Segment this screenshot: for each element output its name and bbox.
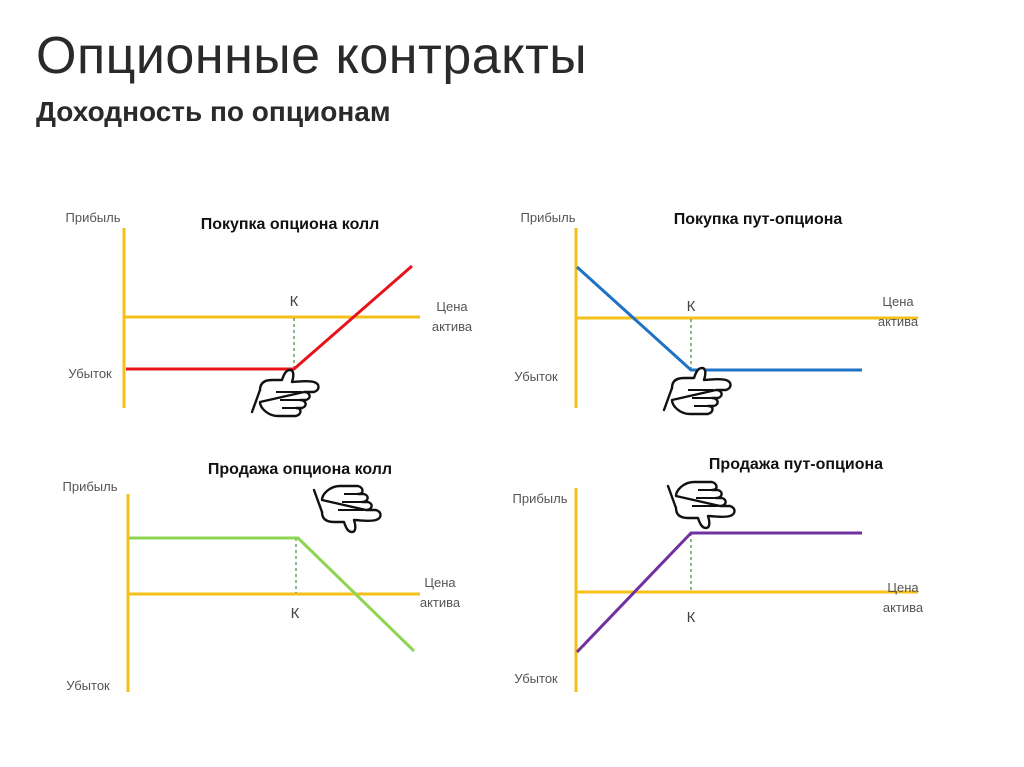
- strike-label: К: [687, 298, 696, 315]
- diagram-call-sell: Продажа опциона колл Прибыль Убыток Цена…: [63, 461, 461, 693]
- diagram-call-buy: Покупка опциона колл Прибыль Убыток Цена…: [66, 210, 473, 418]
- strike-label: К: [687, 609, 696, 626]
- thumbs-up-icon: [662, 366, 732, 416]
- price-label-line2: актива: [432, 319, 473, 334]
- thumbs-down-icon: [312, 484, 382, 534]
- thumbs-up-icon: [250, 368, 320, 418]
- profit-label: Прибыль: [63, 479, 118, 494]
- payoff-line: [575, 531, 862, 654]
- diagram-title: Продажа пут-опциона: [709, 456, 883, 473]
- payoff-line: [126, 264, 413, 371]
- price-label-line1: Цена: [882, 294, 914, 309]
- payoff-line: [129, 536, 416, 653]
- thumbs-down-icon: [666, 480, 736, 530]
- price-label-line2: актива: [883, 600, 924, 615]
- price-label-line1: Цена: [436, 299, 468, 314]
- profit-label: Прибыль: [521, 210, 576, 225]
- slide-subtitle: Доходность по опционам: [36, 96, 391, 127]
- diagram-put-sell: Продажа пут-опциона Прибыль Убыток Цена …: [513, 456, 924, 692]
- loss-label: Убыток: [66, 678, 110, 693]
- slide-title: Опционные контракты: [36, 27, 588, 85]
- price-label-line1: Цена: [424, 575, 456, 590]
- loss-label: Убыток: [514, 369, 558, 384]
- price-label-line2: актива: [878, 314, 919, 329]
- loss-label: Убыток: [68, 366, 112, 381]
- diagram-title: Покупка пут-опциона: [674, 211, 843, 228]
- strike-label: К: [290, 293, 299, 310]
- profit-label: Прибыль: [513, 491, 568, 506]
- profit-label: Прибыль: [66, 210, 121, 225]
- price-label-line1: Цена: [887, 580, 919, 595]
- strike-label: К: [291, 605, 300, 622]
- loss-label: Убыток: [514, 671, 558, 686]
- diagram-title: Продажа опциона колл: [208, 461, 392, 478]
- diagram-put-buy: Покупка пут-опциона Прибыль Убыток Цена …: [514, 210, 919, 416]
- diagram-title: Покупка опциона колл: [201, 216, 380, 233]
- price-label-line2: актива: [420, 595, 461, 610]
- payoff-line: [575, 265, 862, 372]
